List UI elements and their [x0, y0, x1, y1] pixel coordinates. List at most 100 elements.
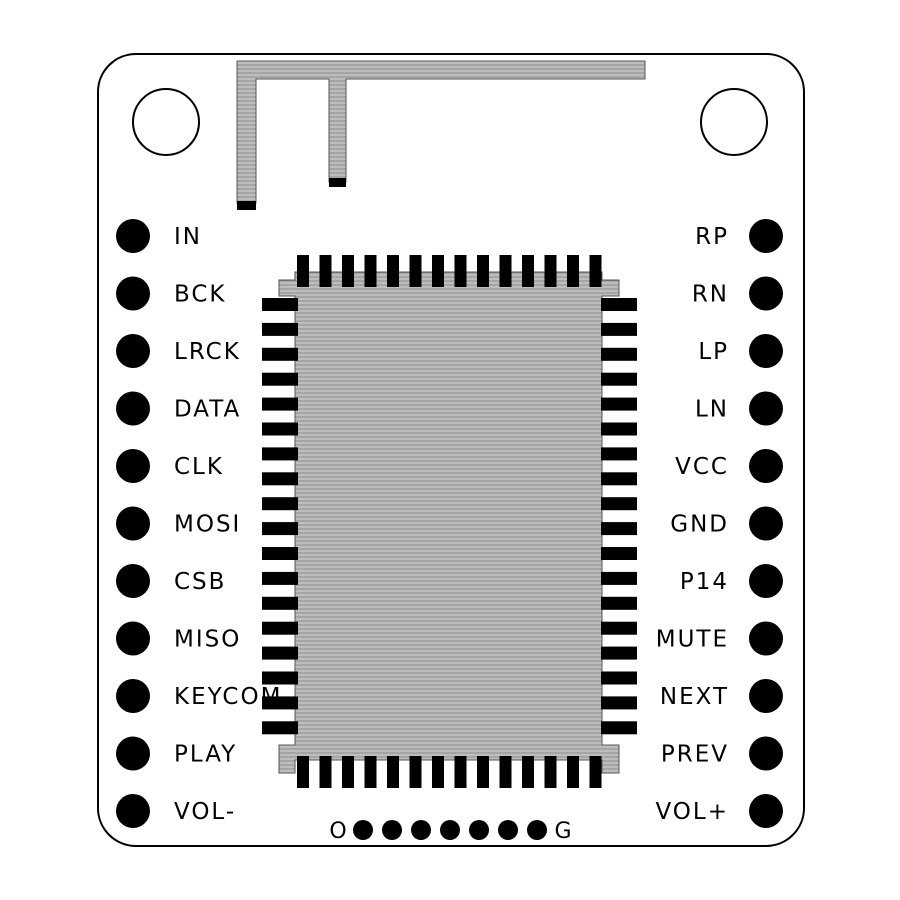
chip-left-pad: [262, 497, 298, 511]
chip-left-pad: [262, 422, 298, 436]
chip-right-pad: [601, 422, 637, 436]
chip-right-pad: [601, 372, 637, 386]
chip-right-pad: [601, 347, 637, 361]
chip-bottom-pad: [342, 756, 354, 788]
chip-right-pad: [601, 646, 637, 660]
chip-right-pad: [601, 497, 637, 511]
header-pin: [527, 820, 547, 840]
chip-left-pad: [262, 322, 298, 336]
right-pin-pad: [749, 449, 783, 483]
chip-right-pad: [601, 721, 637, 735]
chip-bottom-pad: [454, 756, 467, 788]
left-pin-pad: [116, 679, 150, 713]
bottom-header: O G: [329, 819, 571, 844]
right-pin-label: MUTE: [656, 627, 729, 653]
right-pin-pad: [749, 391, 783, 426]
chip-right-pad: [601, 596, 637, 610]
chip-right-pad: [601, 472, 637, 486]
left-pin-label: LRCK: [174, 339, 241, 365]
chip-bottom-pad: [364, 756, 377, 788]
right-pin-pad: [749, 276, 783, 311]
left-pin-pad: [116, 506, 150, 541]
right-pin-pad: [749, 506, 783, 541]
chip-bottom-pad: [387, 756, 399, 788]
header-label-left: O: [329, 819, 346, 844]
chip-top-pad: [477, 255, 489, 287]
chip-top-pad: [567, 255, 579, 287]
right-pin-pad: [749, 219, 783, 253]
chip-left-pad: [262, 347, 298, 361]
chip-bottom-pad: [409, 756, 422, 788]
chip-left-pad: [262, 547, 298, 560]
chip-left-pad: [262, 298, 298, 311]
chip-top-pad: [499, 255, 512, 287]
chip-right-pad: [601, 397, 637, 411]
chip-left-pad: [262, 621, 298, 635]
right-pin-label: LP: [698, 339, 729, 365]
chip-left-pad: [262, 671, 298, 685]
chip-right-pad: [601, 298, 637, 311]
header-pin: [353, 820, 373, 840]
chip-top-pad: [387, 255, 399, 287]
left-pin-pad: [116, 219, 150, 253]
right-pin-pad: [749, 564, 783, 598]
left-pin-label: KEYCOM: [174, 684, 282, 710]
right-pin-pad: [749, 679, 783, 713]
right-pin-label: P14: [680, 569, 729, 595]
chip-top-pad: [589, 255, 602, 287]
chip-bottom-pad: [567, 756, 579, 788]
left-pin-pad: [116, 449, 150, 483]
left-pin-label: PLAY: [174, 742, 237, 768]
chip-right-pad: [601, 696, 637, 710]
header-label-right: G: [554, 819, 571, 844]
right-pin-pad: [749, 334, 783, 368]
header-pin: [411, 820, 431, 840]
chip-bottom-pad: [432, 756, 444, 788]
mounting-hole-left: [132, 88, 200, 156]
left-pin-pad: [116, 276, 150, 311]
chip-top-pad: [432, 255, 444, 287]
left-pin-pad: [116, 564, 150, 598]
chip-pads: [262, 255, 637, 788]
mounting-hole-right: [700, 88, 768, 156]
chip-right-pad: [601, 522, 637, 536]
chip-bottom-pad: [319, 756, 332, 788]
chip-top-pad: [364, 255, 377, 287]
chip-left-pad: [262, 372, 298, 386]
chip-top-pad: [409, 255, 422, 287]
left-pin-pad: [116, 621, 150, 656]
chip-right-pad: [601, 571, 637, 585]
header-pin: [440, 820, 460, 840]
antenna-trace: [236, 60, 646, 210]
chip-left-pad: [262, 472, 298, 486]
right-pin-label: NEXT: [660, 684, 729, 710]
chip-top-pad: [522, 255, 534, 287]
left-pin-pad: [116, 736, 150, 771]
right-pin-label: PREV: [661, 742, 729, 768]
left-pin-label: BCK: [174, 282, 227, 308]
right-pin-label: LN: [695, 397, 729, 423]
chip-top-pad: [319, 255, 332, 287]
right-pin-pad: [749, 621, 783, 656]
left-pin-label: DATA: [174, 397, 241, 423]
left-pin-label: VOL-: [174, 799, 236, 825]
chip-left-pad: [262, 447, 298, 461]
left-pin-label: IN: [174, 224, 202, 250]
right-pin-label: RN: [692, 282, 729, 308]
left-pin-label: CSB: [174, 569, 226, 595]
chip-right-pad: [601, 447, 637, 461]
right-pin-label: VCC: [675, 454, 729, 480]
chip-right-pad: [601, 322, 637, 336]
left-pin-label: MOSI: [174, 512, 241, 538]
chip-bottom-pad: [297, 756, 309, 788]
chip-left-pad: [262, 596, 298, 610]
left-pin-column: INBCKLRCKDATACLKMOSICSBMISOKEYCOMPLAYVOL…: [116, 219, 282, 828]
left-pin-pad: [116, 391, 150, 426]
chip-bottom-pad: [499, 756, 512, 788]
chip-right-pad: [601, 621, 637, 635]
chip-left-pad: [262, 646, 298, 660]
right-pin-label: RP: [695, 224, 729, 250]
chip-right-pad: [601, 547, 637, 560]
